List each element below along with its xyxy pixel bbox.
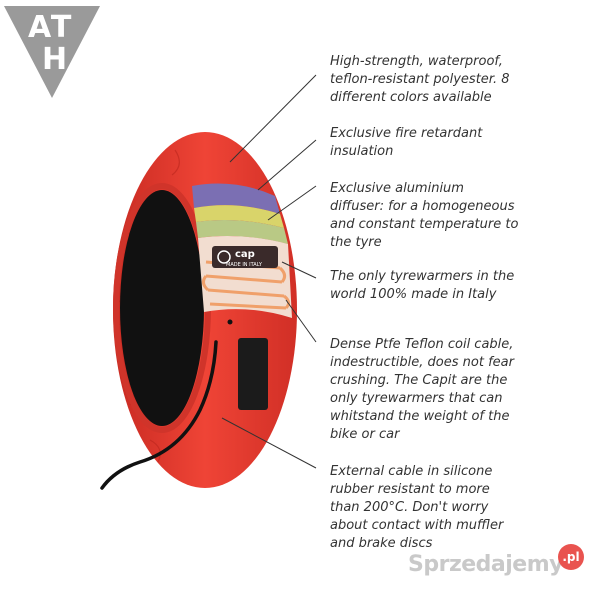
external-cable (100, 340, 218, 490)
watermark-text: Sprzedajemy (408, 552, 564, 577)
capit-brand-text: cap (235, 249, 255, 260)
leader-lines (221, 74, 317, 469)
leader-line-insulation (257, 139, 317, 191)
purple-layer (192, 183, 280, 214)
ath-logo: AT H (0, 0, 110, 110)
callout-diffuser: Exclusive aluminium diffuser: for a homo… (330, 181, 519, 250)
callout-coil-cable: Dense Ptfe Teflon coil cable, indestruct… (330, 337, 514, 442)
sprzedajemy-watermark: Sprzedajemy .pl (408, 544, 588, 582)
callout-made-in-italy: The only tyrewarmers in the world 100% m… (330, 269, 515, 302)
callout-polyester: High-strength, waterproof, teflon-resist… (330, 54, 510, 105)
tyre-inner-opening (120, 190, 204, 426)
capit-label-mark (217, 250, 231, 264)
leader-line-polyester (229, 74, 317, 163)
callout-insulation: Exclusive fire retardant insulation (330, 126, 483, 159)
capit-made-in-text: MADE IN ITALY (226, 262, 263, 268)
velcro-strap (238, 338, 268, 410)
leader-line-external-cable (221, 417, 317, 469)
leader-line-made-in-italy (281, 261, 317, 279)
cable-connector (227, 319, 233, 325)
green-layer (196, 220, 288, 244)
leader-line-diffuser (267, 185, 317, 221)
capit-label (212, 246, 278, 268)
watermark-badge: .pl (558, 544, 584, 570)
yellow-layer (194, 205, 284, 228)
logo-triangle-shape (4, 6, 100, 98)
logo-text-h: H (42, 42, 70, 77)
leader-line-coil-cable (285, 299, 317, 343)
callout-external-cable: External cable in silicone rubber resist… (330, 464, 504, 551)
logo-text-at: AT (28, 10, 74, 45)
